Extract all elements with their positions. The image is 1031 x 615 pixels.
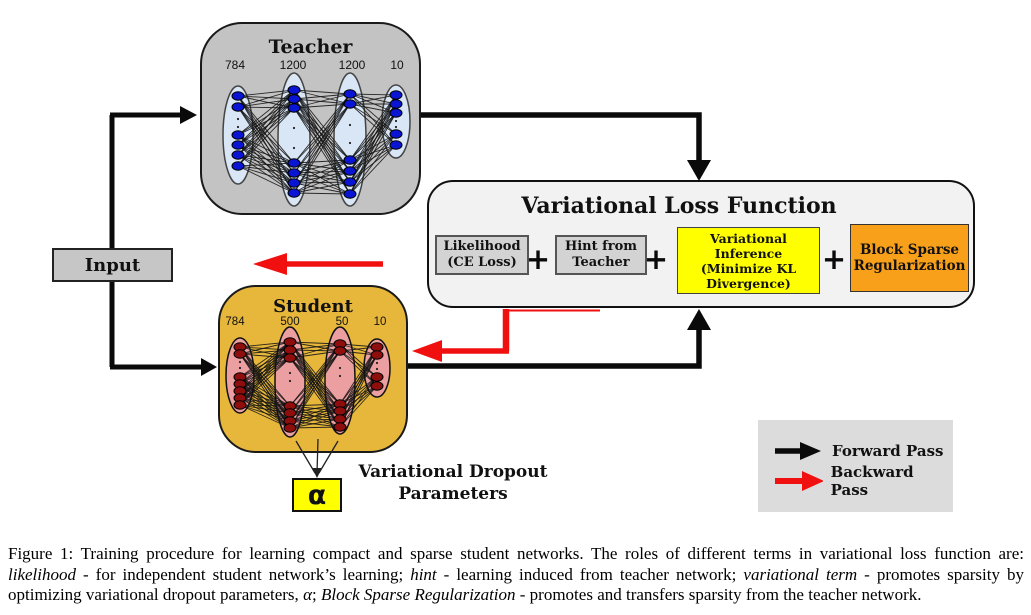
backward-pass-arrow-icon xyxy=(775,471,823,491)
loss-function-title: Variational Loss Function xyxy=(521,193,837,219)
student-layer-size: 50 xyxy=(335,316,349,328)
loss-term-variational-inference: Variational Inference (Minimize KL Diver… xyxy=(677,227,820,294)
input-label: Input xyxy=(84,254,141,276)
figure-caption: Figure 1: Training procedure for learnin… xyxy=(8,544,1025,604)
plus-sign: + xyxy=(525,242,551,276)
alpha-box: α xyxy=(292,478,342,512)
legend-backward-row: Backward Pass xyxy=(772,463,953,499)
legend-box: Forward Pass Backward Pass xyxy=(758,420,953,512)
variational-loss-function-box: Variational Loss Function Likelihood (CE… xyxy=(427,180,975,308)
student-layer-size: 10 xyxy=(373,316,387,328)
plus-sign: + xyxy=(821,242,847,276)
plus-sign: + xyxy=(643,242,669,276)
backward-pass-label: Backward Pass xyxy=(830,463,914,499)
teacher-network-box: Teacher 784 1200 1200 10 xyxy=(200,22,421,215)
loss-term-hint: Hint from Teacher xyxy=(555,235,647,275)
input-box: Input xyxy=(52,248,173,282)
teacher-layer-size: 784 xyxy=(224,58,246,72)
student-layer-size: 784 xyxy=(225,316,245,328)
variational-dropout-parameters-label: Variational Dropout Parameters xyxy=(358,462,548,505)
teacher-title: Teacher xyxy=(268,36,353,58)
alpha-symbol: α xyxy=(307,479,327,511)
student-network-box: Student 784 500 50 10 xyxy=(218,285,408,453)
teacher-layer-size: 1200 xyxy=(338,58,366,72)
student-title: Student xyxy=(273,296,353,317)
loss-term-block-sparse-regularization: Block Sparse Regularization xyxy=(850,224,969,292)
teacher-layer-size: 1200 xyxy=(279,58,307,72)
loss-term-likelihood: Likelihood (CE Loss) xyxy=(435,235,529,275)
forward-pass-label: Forward Pass xyxy=(832,442,944,460)
student-layer-size: 500 xyxy=(280,316,300,328)
teacher-layer-size: 10 xyxy=(390,58,404,72)
legend-forward-row: Forward Pass xyxy=(772,439,953,463)
forward-pass-arrow-icon xyxy=(775,442,821,460)
